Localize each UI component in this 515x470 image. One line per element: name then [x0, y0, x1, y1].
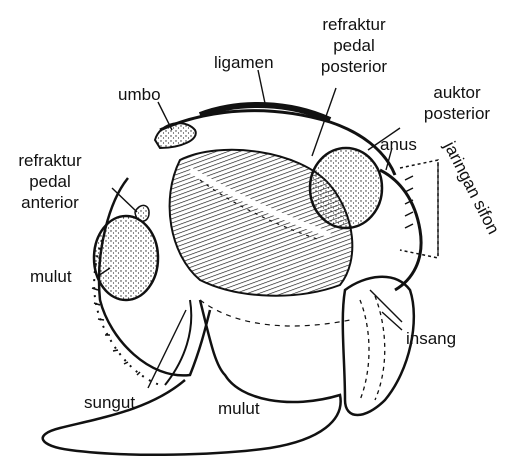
label-refraktur-pedal-posterior: refraktur pedal posterior: [306, 14, 402, 77]
label-ligamen: ligamen: [214, 52, 274, 73]
label-umbo: umbo: [118, 84, 161, 105]
label-insang: insang: [406, 328, 456, 349]
label-line: posterior: [418, 103, 496, 124]
posterior-adductor: [310, 148, 382, 228]
gill-lines: [360, 296, 385, 400]
siphon-body: [380, 170, 421, 290]
label-sungut: sungut: [84, 392, 135, 413]
label-line: pedal: [306, 35, 402, 56]
inner-dash: [200, 300, 350, 326]
umbo-shape: [155, 123, 196, 148]
label-line: pedal: [2, 171, 98, 192]
label-refraktur-pedal-anterior: refraktur pedal anterior: [2, 150, 98, 213]
label-line: refraktur: [306, 14, 402, 35]
anterior-retractor: [135, 205, 149, 221]
label-auktor-posterior: auktor posterior: [418, 82, 496, 124]
label-mulut-left: mulut: [30, 266, 72, 287]
label-line: anterior: [2, 192, 98, 213]
label-anus: anus: [380, 134, 417, 155]
palp: [165, 300, 191, 385]
label-line: auktor: [418, 82, 496, 103]
label-line: posterior: [306, 56, 402, 77]
label-mulut-bottom: mulut: [218, 398, 260, 419]
anterior-adductor: [94, 216, 158, 300]
siphon-dashed-box: [400, 160, 438, 258]
label-line: refraktur: [2, 150, 98, 171]
